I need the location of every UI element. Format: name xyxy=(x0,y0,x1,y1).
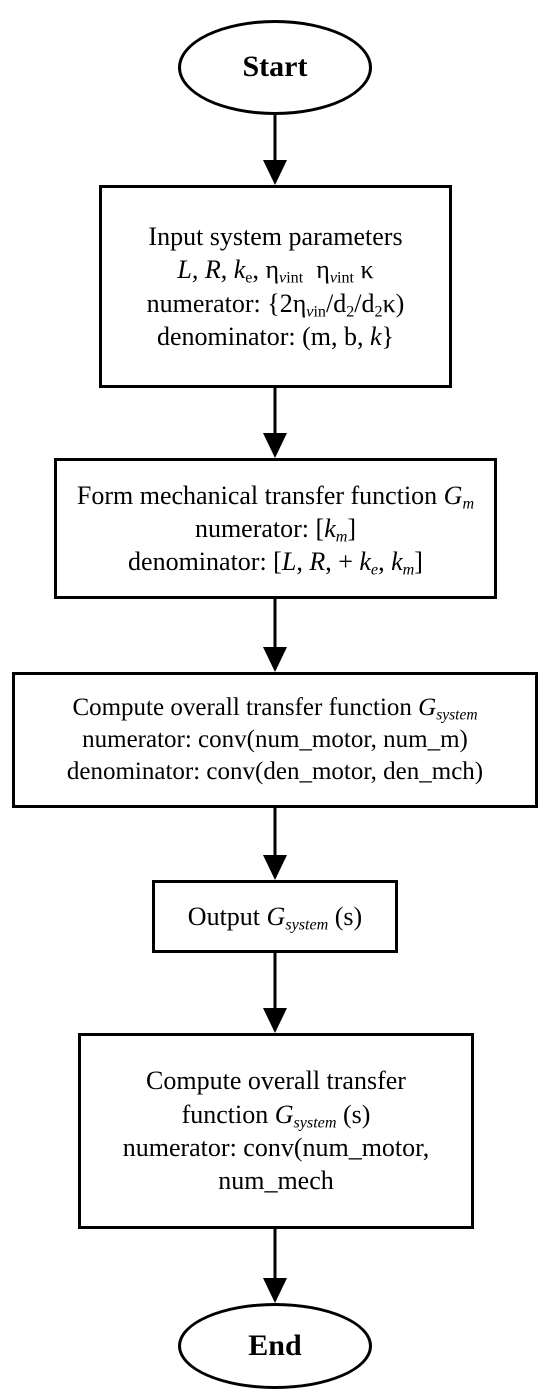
overall-transfer-function-box-2: Compute overall transfer function Gsyste… xyxy=(78,1033,474,1229)
start-label: Start xyxy=(242,50,308,84)
overall-transfer-function-title: Compute overall transfer function Gsyste… xyxy=(72,694,478,724)
input-parameters-list: L, R, ke, ηvint ηvint κ xyxy=(177,255,374,287)
input-parameters-box: Input system parameters L, R, ke, ηvint … xyxy=(99,185,452,388)
mechanical-transfer-function-denominator: denominator: [L, R, + ke, km] xyxy=(128,547,423,579)
start-terminal: Start xyxy=(178,20,372,115)
arrow-overall-to-output xyxy=(263,806,287,880)
arrow-input-to-mech xyxy=(263,386,287,458)
arrow-overall2-to-end xyxy=(263,1227,287,1303)
input-parameters-title: Input system parameters xyxy=(148,221,403,251)
overall-transfer-function-numerator: numerator: conv(num_motor, num_m) xyxy=(82,726,468,753)
input-parameters-denominator: denominator: (m, b, k} xyxy=(156,321,395,351)
arrow-start-to-input xyxy=(263,112,287,185)
input-parameters-numerator: numerator: {2ηvin/d2/d2κ) xyxy=(146,288,405,320)
overall-transfer-function-2-numerator: numerator: conv(num_motor, xyxy=(122,1133,430,1162)
arrow-mech-to-overall xyxy=(263,597,287,672)
mechanical-transfer-function-title: Form mechanical transfer function Gm xyxy=(76,480,475,513)
overall-transfer-function-denominator: denominator: conv(den_motor, den_mch) xyxy=(66,758,484,785)
end-terminal: End xyxy=(178,1303,372,1389)
overall-transfer-function-2-line4: num_mech xyxy=(218,1166,334,1196)
output-box: Output Gsystem (s) xyxy=(152,880,398,953)
overall-transfer-function-2-line2: function Gsystem (s) xyxy=(181,1099,371,1132)
mechanical-transfer-function-numerator: numerator: [km] xyxy=(194,513,357,546)
output-label: Output Gsystem (s) xyxy=(187,901,363,934)
mechanical-transfer-function-box: Form mechanical transfer function Gm num… xyxy=(54,458,497,599)
arrow-output-to-overall2 xyxy=(263,951,287,1033)
overall-transfer-function-box: Compute overall transfer function Gsyste… xyxy=(12,672,538,808)
overall-transfer-function-2-line1: Compute overall transfer xyxy=(146,1066,406,1096)
end-label: End xyxy=(248,1328,302,1362)
